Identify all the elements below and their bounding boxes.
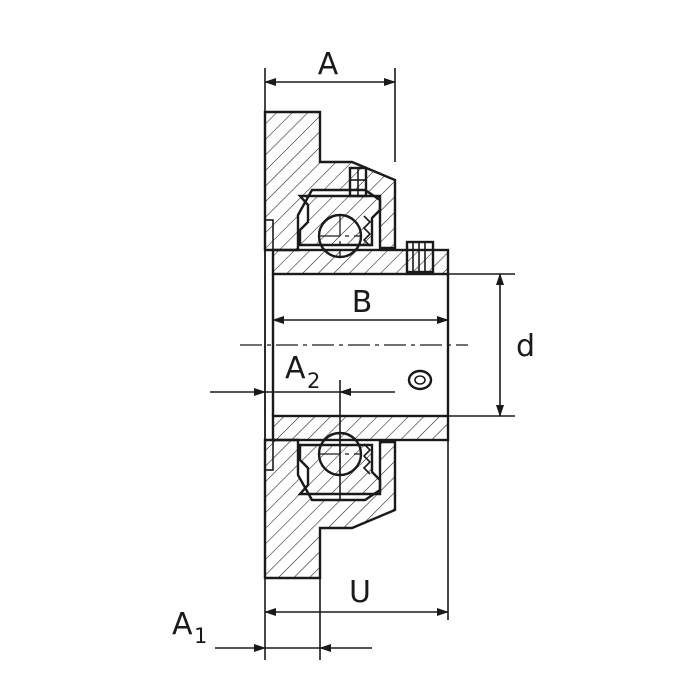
screw-hole <box>407 369 433 391</box>
inner-ring-lower <box>271 414 450 442</box>
label-a2-sub: 2 <box>307 369 320 393</box>
label-a: A <box>318 47 339 82</box>
housing-lower <box>263 438 397 580</box>
dimension-d: d <box>448 273 535 417</box>
label-a1-sub: 1 <box>194 624 207 648</box>
dimension-a: A <box>264 47 396 162</box>
label-b: B <box>352 285 373 320</box>
grease-nipple <box>348 166 368 198</box>
seal-lower <box>362 443 372 475</box>
label-u: U <box>349 575 371 610</box>
dimension-a1: A 1 <box>172 578 372 660</box>
label-a1-main: A <box>172 607 193 642</box>
set-screw <box>405 240 435 274</box>
inner-ring-upper <box>271 248 450 276</box>
inner-ring-section <box>271 240 450 442</box>
dimension-a2: A 2 <box>210 351 395 500</box>
label-d: d <box>516 329 535 364</box>
dimension-b: B <box>272 285 449 324</box>
label-a2-main: A <box>285 351 306 386</box>
seal-upper <box>362 215 372 247</box>
housing-upper <box>263 110 397 252</box>
